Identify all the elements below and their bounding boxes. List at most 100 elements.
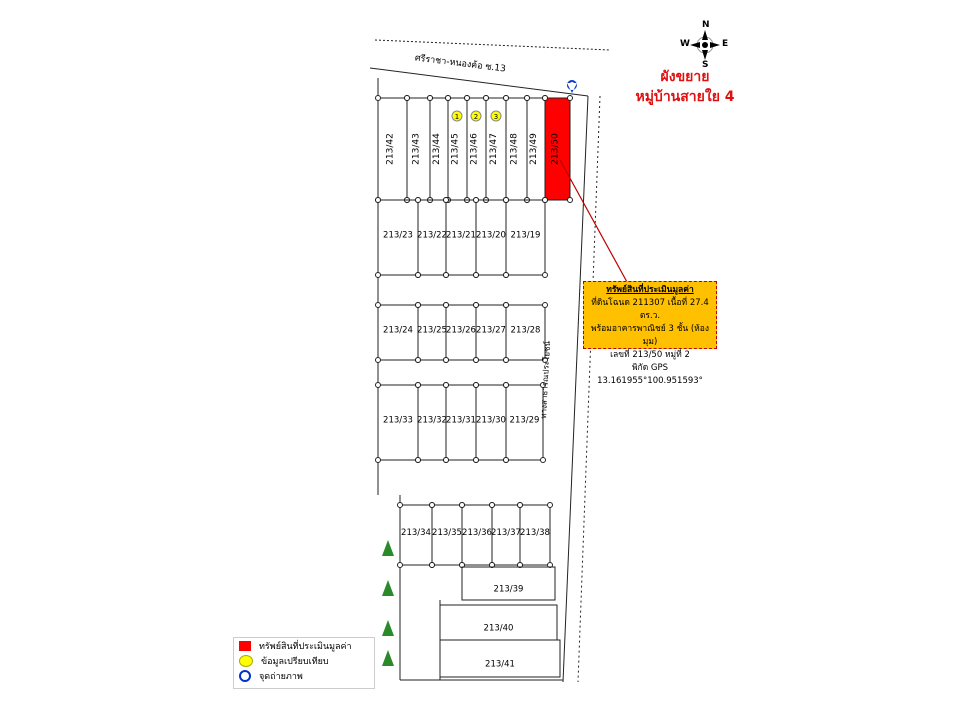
road-top-far-edge bbox=[374, 39, 611, 51]
boundary-marker bbox=[473, 357, 479, 363]
boundary-marker bbox=[415, 302, 421, 308]
yellow-circle-icon bbox=[239, 654, 253, 667]
boundary-marker bbox=[443, 272, 449, 278]
plot-label: 213/42 bbox=[386, 133, 396, 165]
plot-label: 213/23 bbox=[383, 231, 413, 241]
boundary-marker bbox=[459, 502, 465, 508]
boundary-marker bbox=[503, 302, 509, 308]
plot-label: 213/37 bbox=[491, 528, 521, 538]
legend-label: จุดถ่ายภาพ bbox=[259, 671, 303, 682]
comparable-marker bbox=[451, 110, 463, 122]
boundary-marker bbox=[429, 562, 435, 568]
boundary-marker bbox=[567, 95, 573, 101]
boundary-marker bbox=[464, 95, 470, 101]
legend-item-subject: ทรัพย์สินที่ประเมินมูลค่า bbox=[234, 638, 374, 653]
compass-s: S bbox=[702, 60, 709, 70]
boundary-marker bbox=[404, 95, 410, 101]
compass-n: N bbox=[702, 20, 710, 30]
plot-label: 213/33 bbox=[383, 416, 413, 426]
photo-point-icon bbox=[566, 80, 577, 93]
legend-label: ทรัพย์สินที่ประเมินมูลค่า bbox=[259, 641, 352, 652]
road-right-label: ทางสาธารณประโยชน์ bbox=[538, 340, 552, 419]
map-title: ผังขยาย bbox=[660, 69, 710, 85]
boundary-marker bbox=[473, 272, 479, 278]
plot-label: 213/35 bbox=[432, 528, 462, 538]
plot-label: 213/29 bbox=[510, 416, 540, 426]
boundary-marker bbox=[542, 357, 548, 363]
legend-label: ข้อมูลเปรียบเทียบ bbox=[261, 656, 329, 667]
boundary-marker bbox=[473, 302, 479, 308]
boundary-marker bbox=[503, 272, 509, 278]
plot-label: 213/28 bbox=[511, 326, 541, 336]
info-gps: พิกัด GPS 13.161955°100.951593° bbox=[597, 363, 703, 386]
tree-icons bbox=[382, 540, 394, 666]
comparable-marker bbox=[470, 110, 482, 122]
info-heading: ทรัพย์สินที่ประเมินมูลค่า bbox=[606, 285, 694, 295]
boundary-marker bbox=[375, 457, 381, 463]
boundary-marker bbox=[542, 302, 548, 308]
boundary-marker bbox=[540, 382, 546, 388]
boundary-marker bbox=[445, 95, 451, 101]
plot-label: 213/47 bbox=[489, 133, 499, 165]
plot-label: 213/21 bbox=[446, 231, 476, 241]
plot-213-28 bbox=[505, 304, 546, 361]
boundary-marker bbox=[503, 382, 509, 388]
compass-icon: N S W E bbox=[680, 20, 730, 72]
boundary-marker bbox=[443, 457, 449, 463]
plot-213-41 bbox=[439, 639, 561, 678]
boundary-marker bbox=[375, 382, 381, 388]
boundary-marker bbox=[503, 357, 509, 363]
boundary-marker bbox=[443, 197, 449, 203]
pointer-line bbox=[559, 159, 628, 283]
plot-label: 213/20 bbox=[476, 231, 506, 241]
boundary-marker bbox=[503, 457, 509, 463]
info-deed: ที่ดินโฉนด 211307 เนื้อที่ 27.4 ตร.ว. bbox=[591, 298, 709, 321]
boundary-marker bbox=[542, 272, 548, 278]
boundary-marker bbox=[503, 95, 509, 101]
road-right-far-edge bbox=[577, 95, 601, 683]
info-address: เลขที่ 213/50 หมู่ที่ 2 bbox=[610, 350, 690, 360]
boundary-marker bbox=[517, 502, 523, 508]
plot-label: 213/22 bbox=[417, 231, 447, 241]
plot-213-29 bbox=[505, 384, 544, 461]
comparable-number: 1 bbox=[455, 113, 459, 121]
plot-label: 213/25 bbox=[417, 326, 447, 336]
boundary-marker bbox=[375, 197, 381, 203]
plot-label: 213/30 bbox=[476, 416, 506, 426]
plot-213-19 bbox=[505, 199, 546, 276]
boundary-marker bbox=[443, 302, 449, 308]
plot-213-50 bbox=[544, 97, 571, 201]
subject-info-box: ทรัพย์สินที่ประเมินมูลค่า ที่ดินโฉนด 211… bbox=[583, 281, 717, 386]
plot-213-38 bbox=[519, 504, 551, 566]
plot-label: 213/45 bbox=[451, 133, 461, 165]
plot-label: 213/39 bbox=[494, 585, 524, 595]
boundary-marker bbox=[375, 302, 381, 308]
boundary-marker bbox=[415, 197, 421, 203]
road-top-edge bbox=[369, 67, 589, 97]
boundary-marker bbox=[415, 382, 421, 388]
boundary-marker bbox=[540, 457, 546, 463]
legend: ทรัพย์สินที่ประเมินมูลค่า ข้อมูลเปรียบเท… bbox=[233, 637, 375, 689]
map-subtitle: หมู่บ้านสายใย 4 bbox=[635, 89, 735, 105]
road-right-edge bbox=[562, 95, 589, 683]
plot-label: 213/34 bbox=[401, 528, 431, 538]
boundary-marker bbox=[489, 502, 495, 508]
plot-label: 213/46 bbox=[470, 133, 480, 165]
plot-213-40 bbox=[439, 604, 558, 641]
boundary-marker bbox=[542, 197, 548, 203]
plot-label: 213/50 bbox=[551, 133, 561, 165]
boundary-marker bbox=[415, 357, 421, 363]
red-square-icon bbox=[239, 640, 251, 651]
plot-label: 213/44 bbox=[432, 133, 442, 165]
boundary-marker bbox=[429, 502, 435, 508]
boundary-marker bbox=[524, 95, 530, 101]
boundary-marker bbox=[375, 95, 381, 101]
boundary-marker bbox=[427, 95, 433, 101]
comparable-number: 2 bbox=[474, 113, 478, 121]
boundary-marker bbox=[473, 382, 479, 388]
compass-e: E bbox=[722, 39, 729, 49]
boundary-marker bbox=[415, 272, 421, 278]
plot-label: 213/27 bbox=[476, 326, 506, 336]
boundary-marker bbox=[503, 197, 509, 203]
legend-item-comparable: ข้อมูลเปรียบเทียบ bbox=[234, 653, 374, 668]
